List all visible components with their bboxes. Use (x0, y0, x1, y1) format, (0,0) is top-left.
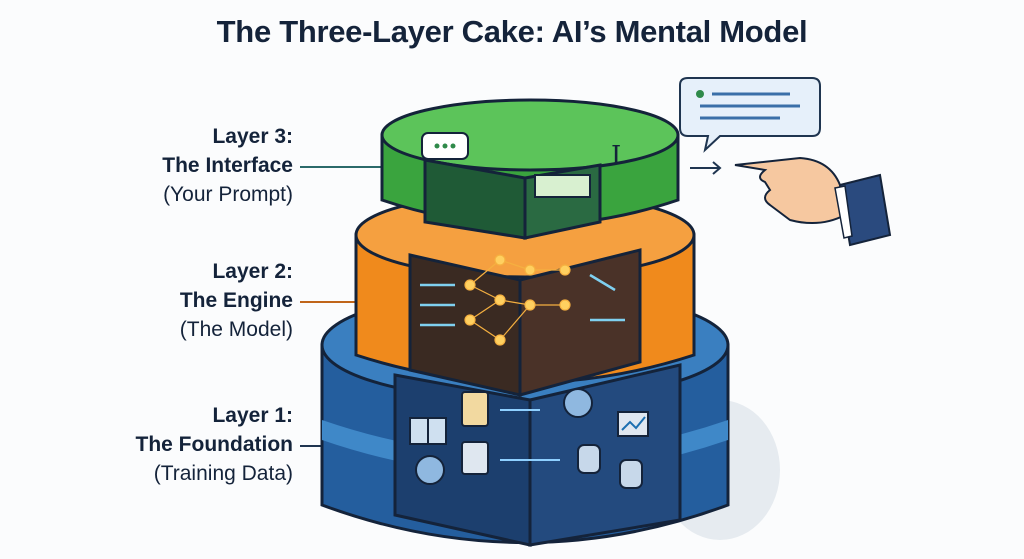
layer-2-subtitle: (The Model) (179, 318, 293, 341)
neural-network-icon (464, 254, 571, 346)
layer-3-subtitle: (Your Prompt) (163, 183, 293, 206)
chat-bubble-icon (679, 77, 821, 153)
layer-2-name: Layer 2: (212, 260, 293, 283)
layer-1-subtitle: (Training Data) (153, 462, 293, 485)
layer-2-label: Layer 2: The Engine (The Model) (180, 257, 293, 344)
layer-2-title: The Engine (179, 289, 293, 312)
layer-3-cake: I (380, 98, 680, 240)
chat-bubble-icon (421, 132, 469, 160)
pointing-hand-icon (734, 156, 892, 247)
prompt-input-icon (534, 174, 591, 198)
page-title: The Three-Layer Cake: AI’s Mental Model (216, 14, 808, 49)
layer-1-name: Layer 1: (212, 404, 293, 427)
arrow-icon (690, 161, 722, 175)
globe-icon (415, 388, 593, 485)
layer-3-title: The Interface (162, 154, 293, 177)
scroll-icon (461, 391, 489, 475)
book-icon (409, 417, 447, 445)
layer-3-label: Layer 3: The Interface (Your Prompt) (162, 122, 293, 209)
chart-icon (617, 411, 649, 437)
text-cursor-icon: I (611, 141, 621, 171)
layer-1-label: Layer 1: The Foundation (Training Data) (136, 401, 293, 488)
layer-1-title: The Foundation (135, 433, 293, 456)
layer-3-name: Layer 3: (212, 125, 293, 148)
database-icon (577, 444, 643, 489)
